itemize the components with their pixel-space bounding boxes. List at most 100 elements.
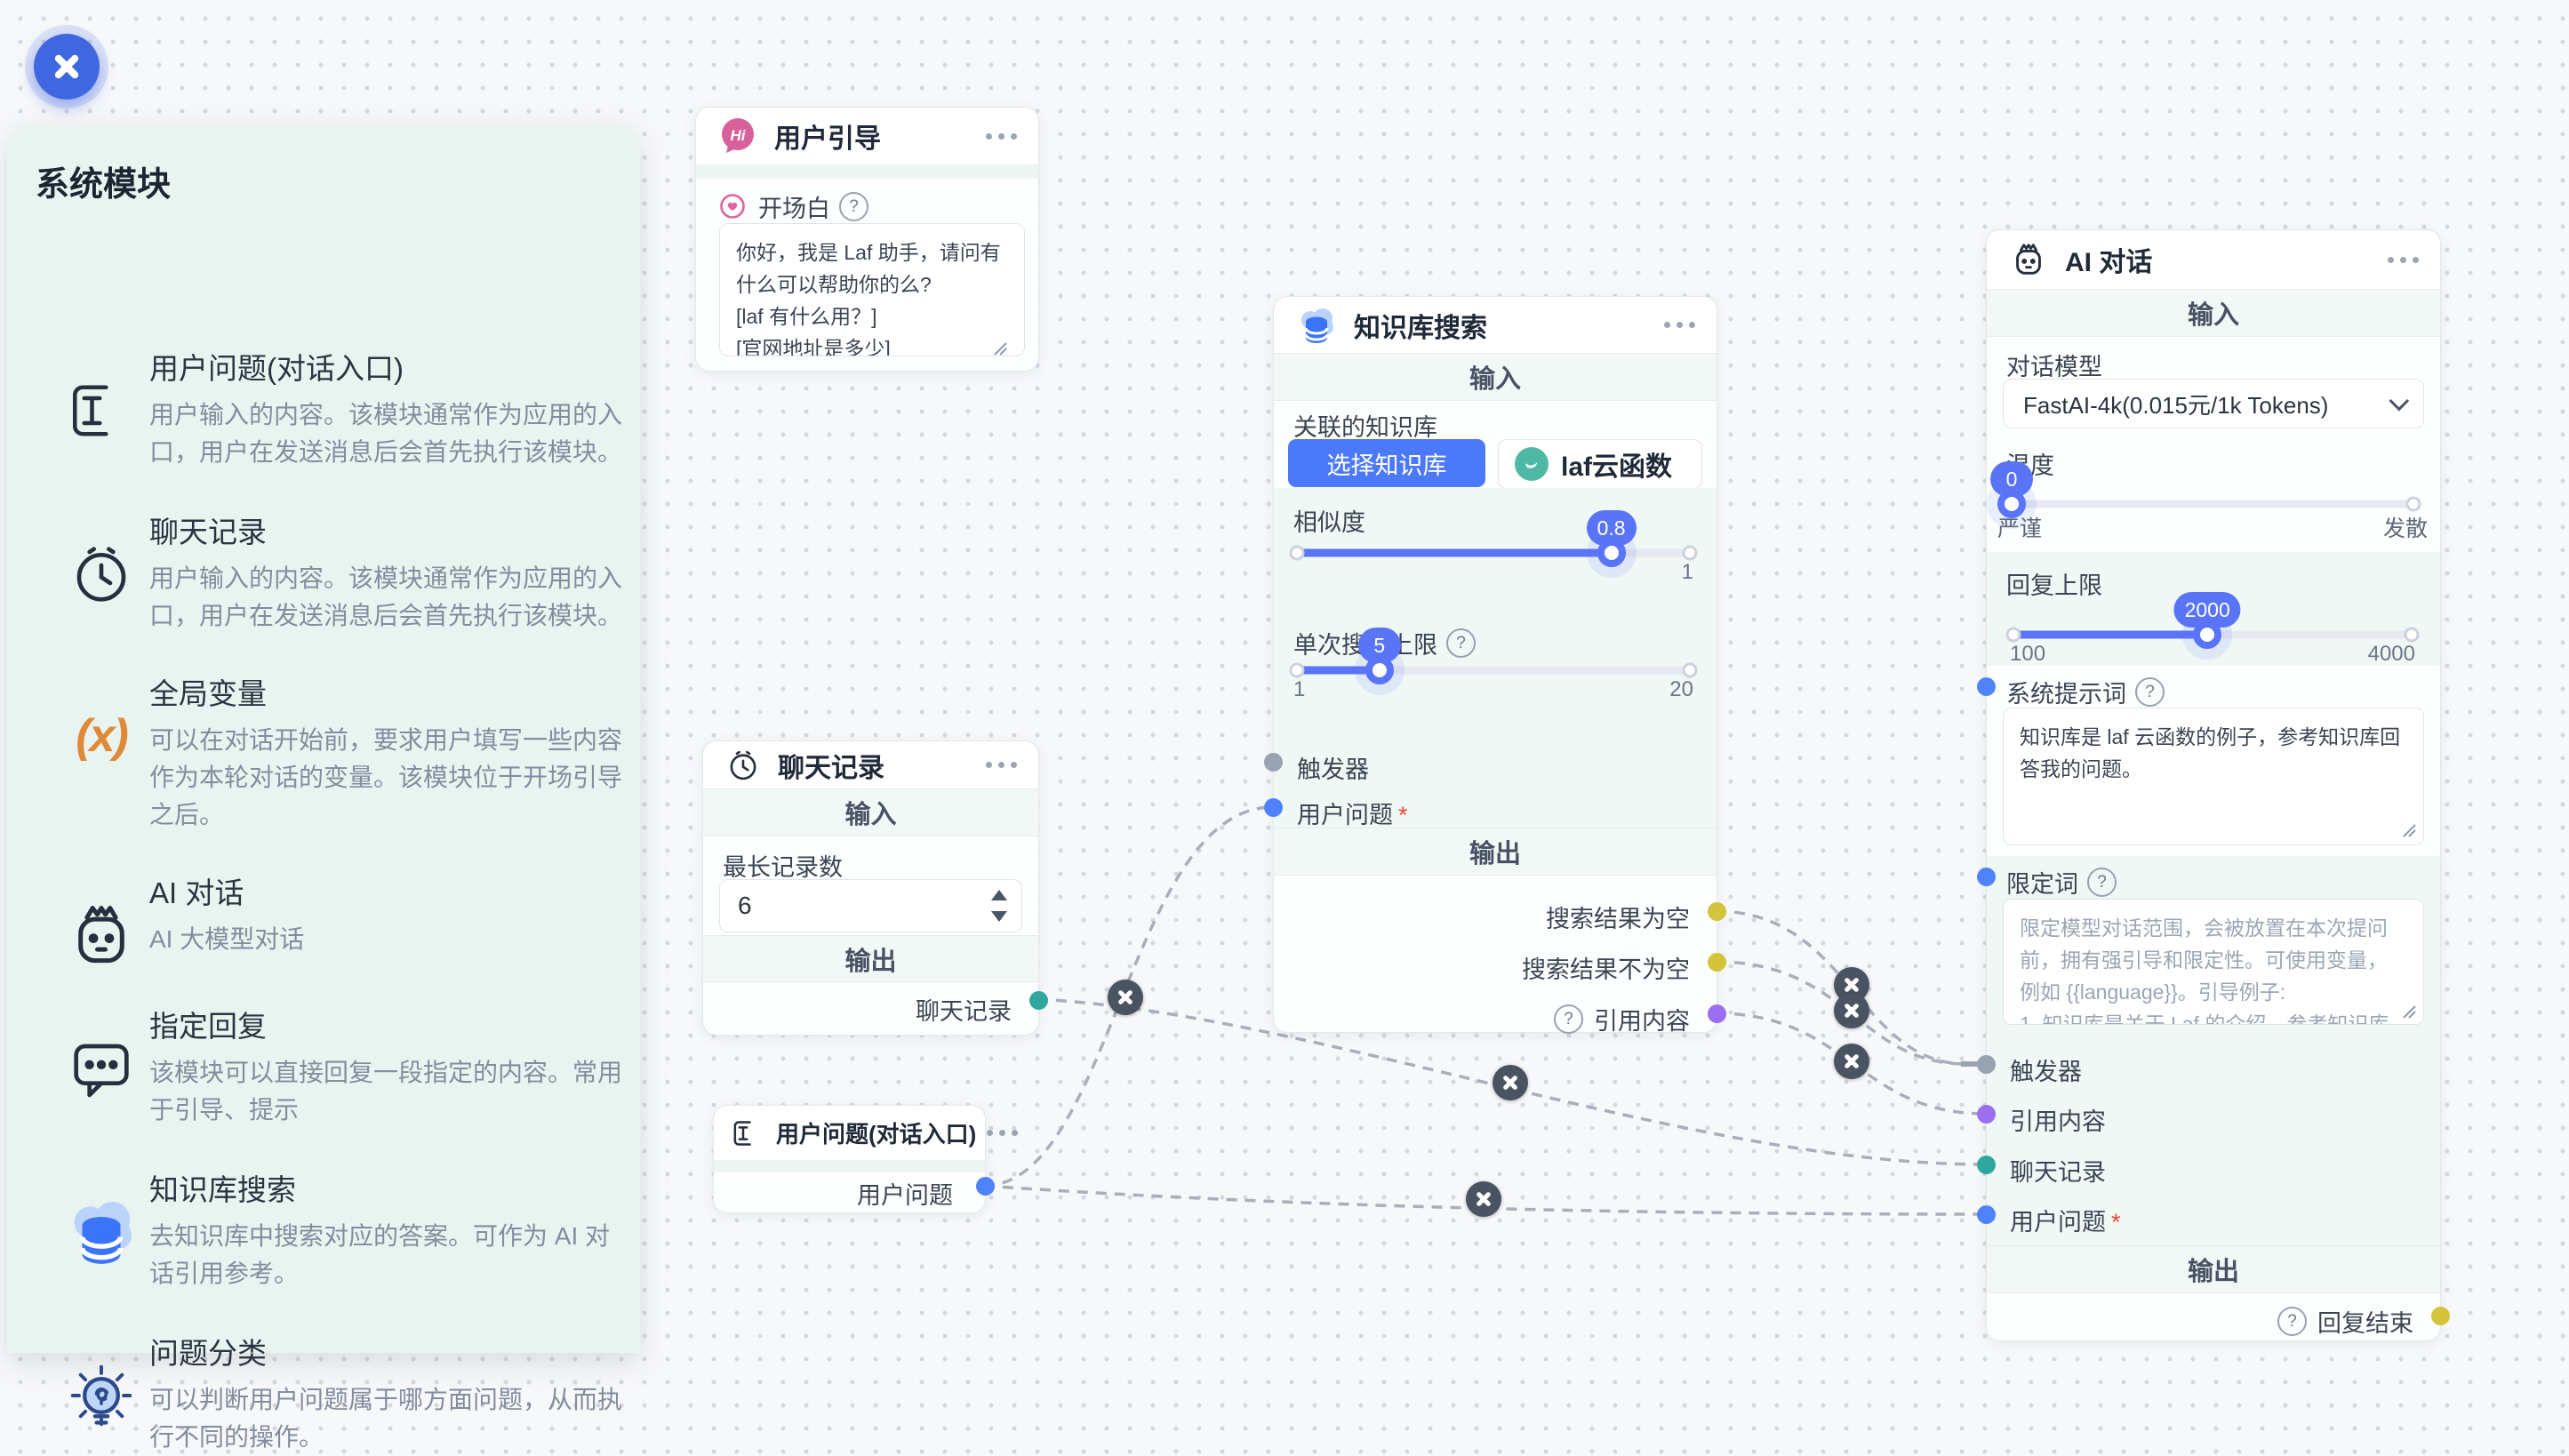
unlink-button[interactable] (1834, 993, 1869, 1028)
slider-max-label: 发散 (2382, 516, 2428, 541)
module-item-user-question[interactable]: 用户问题(对话入口) 用户输入的内容。该模块通常作为应用的入口，用户在发送消息后… (48, 345, 622, 471)
port-question-output[interactable] (976, 1177, 995, 1196)
help-icon[interactable]: ? (2277, 1307, 2307, 1336)
max-reply-slider[interactable]: 2000 100 4000 (2005, 592, 2420, 666)
sys-prompt-input[interactable]: 知识库是 laf 云函数的例子，参考知识库回答我的问题。 (2003, 708, 2424, 845)
node-menu-icon[interactable] (2388, 256, 2419, 263)
node-header[interactable]: 知识库搜索 (1274, 297, 1717, 354)
port-ai-qualifier-input[interactable] (1977, 868, 1996, 886)
field-label: 开场白 (758, 196, 830, 222)
help-icon[interactable]: ? (2135, 677, 2165, 707)
port-ai-answer-output[interactable] (2431, 1307, 2450, 1325)
module-title: 用户问题(对话入口) (149, 352, 404, 385)
panel-title: 系统模块 (36, 166, 172, 204)
node-chat-history[interactable]: 聊天记录 输入 最长记录数 6 输出 聊天记录 (702, 740, 1048, 1036)
reply-bubble-icon (60, 1028, 142, 1109)
node-header[interactable]: 聊天记录 (703, 741, 1038, 789)
port-ai-question-input[interactable] (1977, 1205, 1996, 1224)
help-icon[interactable]: ? (839, 192, 868, 221)
input-row-trigger: 触发器 (1297, 756, 1369, 783)
node-kb-search[interactable]: 知识库搜索 输入 关联的知识库 选择知识库 laf云函数 相似度 0.8 1 单… (1264, 296, 1726, 1036)
output-section-header: 输出 (1987, 1245, 2440, 1293)
unlink-button[interactable] (1466, 1181, 1501, 1217)
port-kb-trigger-input[interactable] (1264, 753, 1283, 772)
input-row-question: 用户问题* (2010, 1209, 2121, 1236)
module-item-question-classify[interactable]: 问题分类 可以判断用户问题属于哪方面问题，从而执行不同的操作。 (48, 1330, 622, 1456)
node-ai-chat[interactable]: AI 对话 输入 对话模型 FastAI-4k(0.015元/1k Tokens… (1977, 229, 2450, 1341)
qualifier-label: 限定词 (2006, 871, 2078, 898)
slider-value-badge: 0.8 (1586, 510, 1637, 546)
hi-bubble-icon: Hi (717, 116, 758, 156)
output-row-not-empty: 搜索结果不为空 (1522, 956, 1690, 983)
module-desc: 用户输入的内容。该模块通常作为应用的入口，用户在发送消息后会首先执行该模块。 (149, 401, 623, 466)
module-desc: 可以判断用户问题属于哪方面问题，从而执行不同的操作。 (149, 1386, 623, 1451)
node-title: 知识库搜索 (1354, 313, 1487, 343)
module-title: AI 对话 (149, 876, 244, 909)
slider-value-badge: 2000 (2173, 592, 2241, 628)
port-kb-quote-output[interactable] (1708, 1004, 1726, 1023)
system-modules-panel: 系统模块 用户问题(对话入口) 用户输入的内容。该模块通常作为应用的入口，用户在… (7, 124, 640, 1451)
search-limit-slider[interactable]: 5 1 20 (1289, 628, 1698, 701)
input-section-header: 输入 (1274, 353, 1717, 401)
unlink-button[interactable] (1493, 1065, 1528, 1100)
port-ai-history-input[interactable] (1977, 1156, 1996, 1174)
module-item-ai-chat[interactable]: AI 对话 AI 大模型对话 (48, 869, 613, 964)
node-menu-icon[interactable] (1664, 322, 1695, 328)
port-kb-notempty-output[interactable] (1708, 953, 1726, 972)
node-title: AI 对话 (2065, 248, 2153, 277)
model-select[interactable]: FastAI-4k(0.015元/1k Tokens) (2003, 379, 2424, 428)
temperature-slider[interactable]: 0 严谨 发散 (1990, 461, 2428, 541)
node-header[interactable]: AI 对话 (1987, 230, 2440, 290)
port-kb-empty-output[interactable] (1708, 902, 1726, 921)
unlink-button[interactable] (1834, 1044, 1869, 1079)
similarity-slider[interactable]: 0.8 1 (1289, 510, 1698, 584)
node-header[interactable]: 用户问题(对话入口) (714, 1106, 1019, 1161)
help-icon[interactable]: ? (1446, 628, 1476, 658)
module-item-fixed-reply[interactable]: 指定回复 该模块可以直接回复一段指定的内容。常用于引导、提示 (48, 1003, 622, 1129)
slider-min-label: 100 (2010, 642, 2046, 666)
node-menu-icon[interactable] (987, 1130, 1019, 1136)
port-ai-quote-input[interactable] (1977, 1105, 1996, 1124)
output-section-header: 输出 (703, 935, 1038, 982)
slider-max-label: 20 (1669, 677, 1693, 701)
qualifier-input[interactable] (2003, 899, 2424, 1025)
module-title: 全局变量 (149, 677, 267, 710)
kb-label: 关联的知识库 (1293, 414, 1437, 441)
robot-icon (60, 894, 142, 976)
max-records-input[interactable]: 6 (719, 879, 1022, 932)
close-panel-button[interactable] (34, 34, 100, 100)
node-menu-icon[interactable] (986, 762, 1017, 768)
port-history-output[interactable] (1029, 991, 1048, 1010)
help-icon[interactable]: ? (1554, 1004, 1583, 1034)
similarity-label: 相似度 (1293, 509, 1365, 536)
select-kb-button[interactable]: 选择知识库 (1288, 439, 1485, 487)
node-title: 聊天记录 (778, 753, 884, 783)
node-user-guide[interactable]: Hi 用户引导 开场白 ? 你好，我是 Laf 助手，请问有什么可以帮助你的么?… (695, 107, 1039, 372)
output-row-quote: ? 引用内容 (1554, 1002, 1690, 1036)
port-ai-trigger-input[interactable] (1977, 1055, 1996, 1074)
port-ai-sysprompt-input[interactable] (1977, 677, 1996, 696)
clock-icon (724, 747, 762, 784)
module-desc: AI 大模型对话 (149, 925, 305, 953)
kb-database-icon (1295, 304, 1338, 347)
input-row-question: 用户问题* (1297, 802, 1408, 828)
welcome-text-input[interactable]: 你好，我是 Laf 助手，请问有什么可以帮助你的么? [laf 有什么用？] [… (719, 223, 1025, 356)
node-menu-icon[interactable] (986, 132, 1017, 140)
slider-value-badge: 5 (1357, 628, 1401, 663)
robot-icon (2008, 239, 2049, 280)
number-stepper[interactable] (991, 890, 1007, 922)
module-item-global-variable[interactable]: (x) 全局变量 可以在对话开始前，要求用户填写一些内容作为本轮对话的变量。该模… (48, 670, 622, 834)
kb-tag-laf[interactable]: laf云函数 (1498, 439, 1702, 489)
svg-text:Hi: Hi (731, 127, 747, 144)
module-desc: 可以在对话开始前，要求用户填写一些内容作为本轮对话的变量。该模块位于开场引导之后… (149, 726, 623, 828)
module-item-kb-search[interactable]: 知识库搜索 去知识库中搜索对应的答案。可作为 AI 对话引用参考。 (48, 1166, 613, 1292)
slider-value-badge: 0 (1990, 461, 2033, 497)
node-header[interactable]: Hi 用户引导 (696, 108, 1038, 165)
port-kb-question-input[interactable] (1264, 798, 1283, 817)
module-item-chat-history[interactable]: 聊天记录 用户输入的内容。该模块通常作为应用的入口，用户在发送消息后会首先执行该… (48, 508, 622, 635)
help-icon[interactable]: ? (2087, 868, 2117, 897)
input-row-trigger: 触发器 (2010, 1059, 2082, 1085)
node-user-question[interactable]: 用户问题(对话入口) 用户问题 (713, 1105, 1019, 1213)
unlink-button[interactable] (1108, 980, 1143, 1015)
